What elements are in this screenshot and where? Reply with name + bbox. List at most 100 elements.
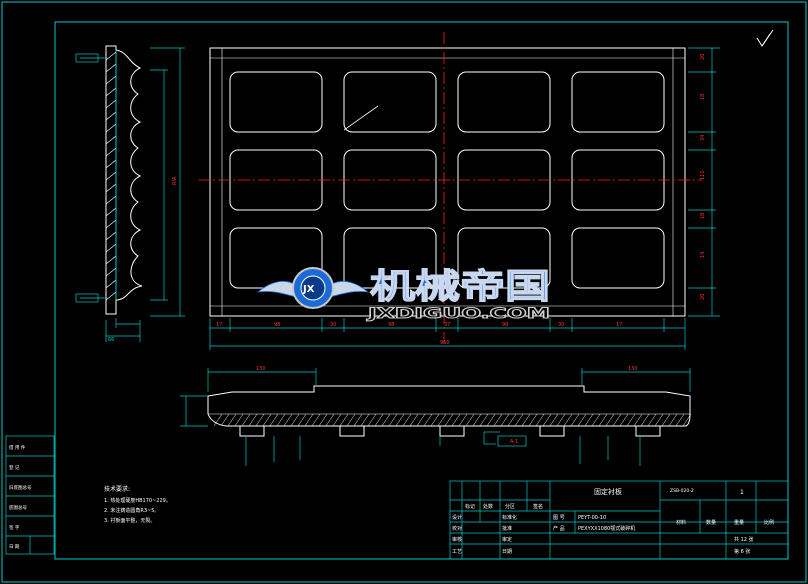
watermark: JX 机械帝国 JXDIGUO.COM: [256, 266, 551, 323]
hatch-line: [640, 413, 650, 427]
hatch-line: [556, 413, 566, 427]
inner-frame: [54, 21, 789, 560]
row-audit: 审定: [502, 536, 512, 543]
bottom-segment-label: 37: [444, 322, 450, 328]
watermark-en: JXDIGUO.COM: [366, 306, 550, 322]
row-standard: 标准化: [502, 514, 517, 521]
material-label: 材料: [676, 519, 686, 526]
left-column-label: 登 记: [9, 464, 20, 471]
hatch-line: [570, 413, 580, 427]
ratio-label: 比例: [764, 519, 774, 526]
section-callout: A-1: [510, 439, 518, 445]
roughness-symbol-icon: [756, 29, 774, 47]
hatch-line: [248, 413, 258, 427]
hatch-line: [234, 413, 244, 427]
hatch-line: [318, 413, 328, 427]
hatch-line: [255, 413, 265, 427]
left-column-label: 签 字: [9, 524, 20, 531]
right-segment-label: 20: [700, 54, 706, 60]
hatch-line: [451, 413, 461, 427]
hatch-line: [500, 413, 510, 427]
row-count: 处数: [483, 503, 493, 510]
hatch-line: [465, 413, 475, 427]
hatch-line: [220, 413, 230, 427]
hatch-line: [283, 413, 293, 427]
hatch-line: [682, 413, 692, 427]
section-hatch: [213, 413, 692, 427]
hatch-line: [276, 413, 286, 427]
row-review: 审核: [452, 536, 462, 543]
sheets-total: 共 12 张: [734, 536, 754, 543]
hatch-line: [633, 413, 643, 427]
logo-letters: JX: [302, 284, 315, 295]
hatch-line: [227, 413, 237, 427]
hatch-line: [332, 413, 342, 427]
right-segment-label: 20: [700, 294, 706, 300]
bottom-segment-label: 98: [388, 322, 394, 328]
hatch-line: [549, 413, 559, 427]
hatch-line: [577, 413, 587, 427]
row-approve: 批准: [502, 525, 512, 532]
total-width-label: 960: [440, 340, 450, 346]
hatch-line: [605, 413, 615, 427]
drawing-name: 固定衬板: [594, 487, 622, 496]
section-left-dim: 130: [256, 366, 266, 372]
row-mark: 标记: [465, 503, 475, 510]
window-opening: [571, 227, 665, 289]
bottom-segment-label: 30: [558, 322, 564, 328]
left-column-label: 日 期: [9, 544, 20, 550]
gear-inner-icon: [300, 275, 326, 301]
hatch-line: [353, 413, 363, 427]
window-opening: [229, 71, 323, 133]
product-name: PEXYXX1080颚式破碎机: [578, 525, 635, 532]
watermark-cn: 机械帝国: [370, 267, 550, 307]
hatch-line: [472, 413, 482, 427]
hatch-line: [675, 413, 685, 427]
side-view-hatch: [105, 51, 117, 301]
window-opening: [457, 71, 551, 133]
hatch-line: [423, 413, 433, 427]
hatch-line: [591, 413, 601, 427]
right-segment-label: 14: [700, 252, 706, 258]
hatch-line: [647, 413, 657, 427]
hatch-line: [521, 413, 531, 427]
notes-item-2: 2. 未注铸造圆角R3~5。: [104, 507, 159, 514]
hatch-line: [360, 413, 370, 427]
hatch-line: [409, 413, 419, 427]
hatch-line: [661, 413, 671, 427]
figure-no: PEYT-00-10: [578, 515, 606, 521]
bottom-segment-label: 98: [502, 322, 508, 328]
section-view: [207, 385, 691, 437]
right-segment-label: 18: [700, 213, 706, 219]
side-view: [105, 45, 143, 315]
hatch-line: [514, 413, 524, 427]
hatch-line: [479, 413, 489, 427]
window-opening: [343, 227, 437, 289]
hatch-line: [311, 413, 321, 427]
row-craft: 工艺: [452, 549, 462, 555]
hatch-line: [339, 413, 349, 427]
front-dims: [209, 47, 720, 350]
bottom-segment-label: 17: [216, 322, 222, 328]
product-label: 产 品: [553, 525, 565, 532]
hatch-line: [388, 413, 398, 427]
hatch-line: [262, 413, 272, 427]
bottom-segment-label: 17: [616, 322, 622, 328]
side-width-label: 66: [108, 337, 114, 343]
hatch-line: [542, 413, 552, 427]
hatch-line: [367, 413, 377, 427]
hatch-line: [304, 413, 314, 427]
hatch-line: [325, 413, 335, 427]
hatch-line: [346, 413, 356, 427]
hatch-line: [374, 413, 384, 427]
hatch-line: [290, 413, 300, 427]
hatch-line: [612, 413, 622, 427]
hatch-line: [598, 413, 608, 427]
section-dims: [180, 368, 691, 466]
hatch-line: [430, 413, 440, 427]
notes-item-1: 1. 热处理硬度HB170~229。: [104, 497, 171, 504]
